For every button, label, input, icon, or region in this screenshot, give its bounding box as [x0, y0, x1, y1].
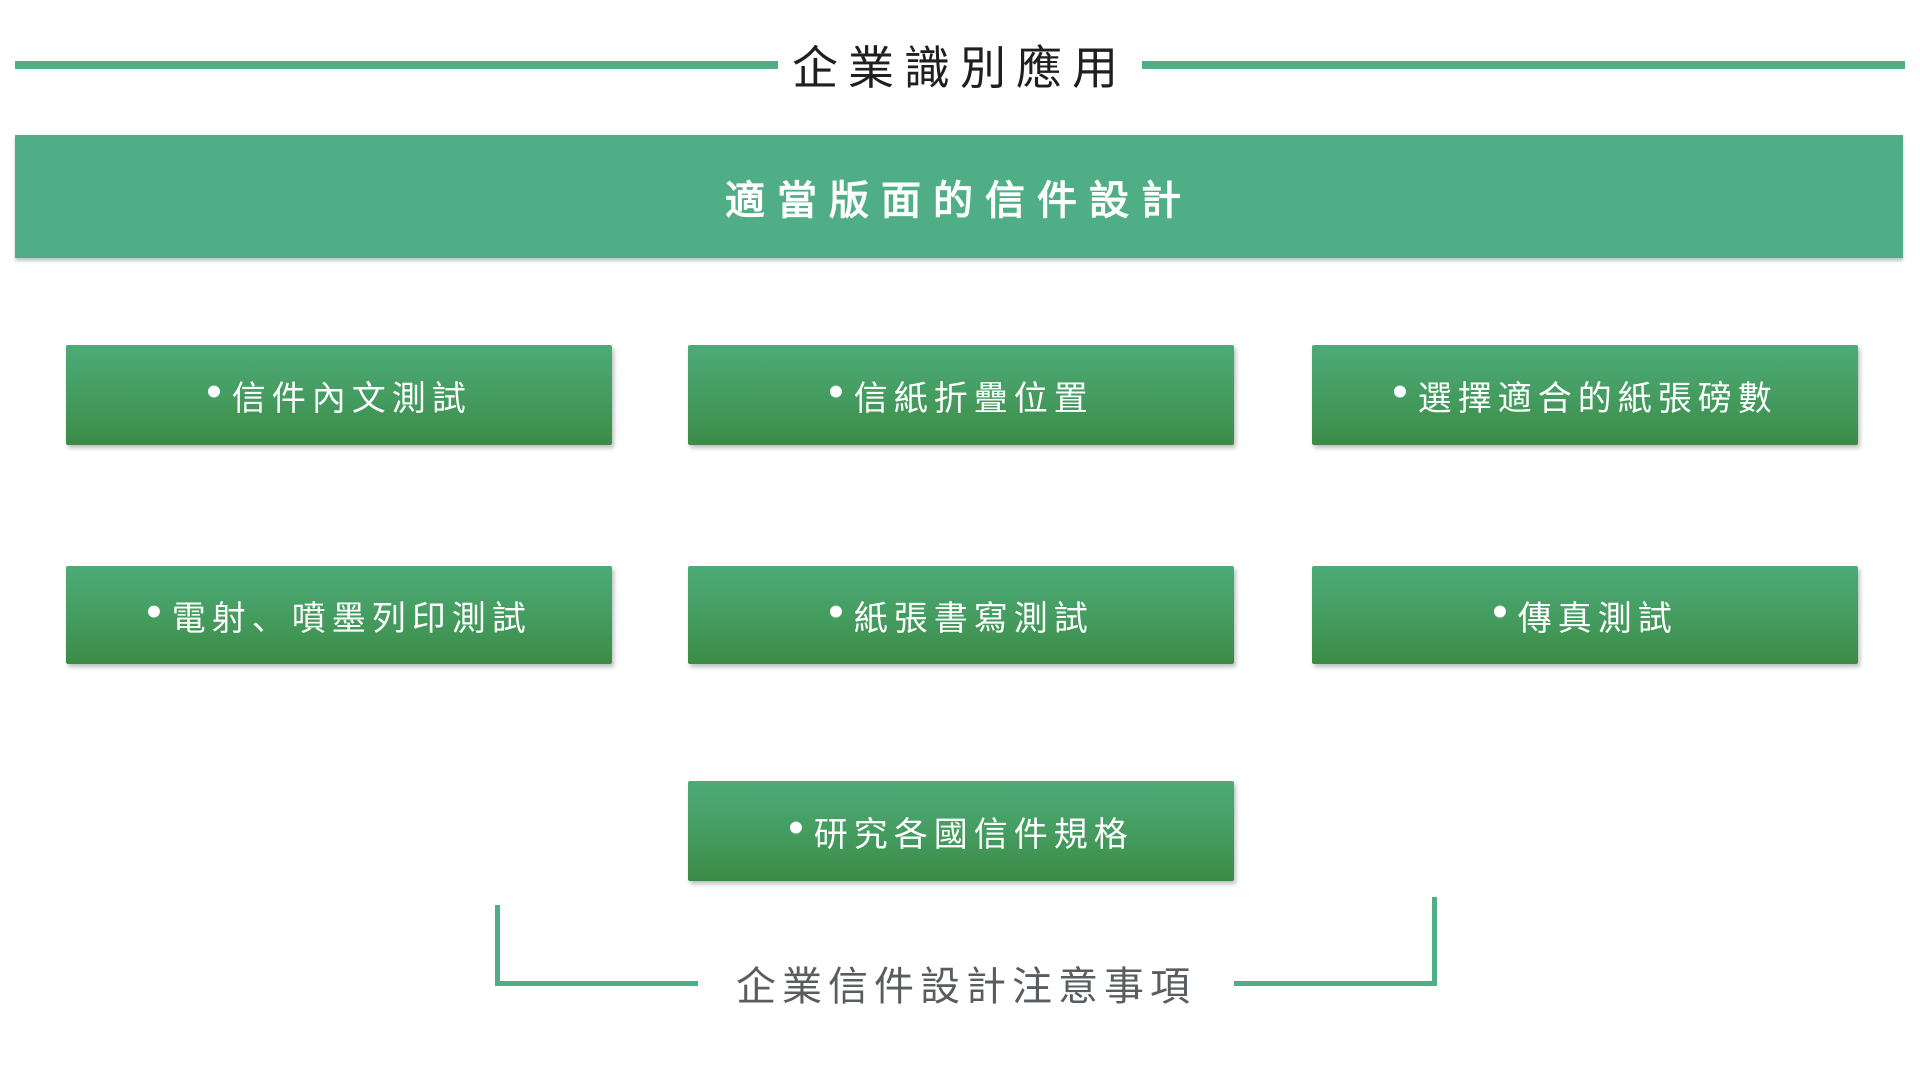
- item-label-7: 研究各國信件規格: [813, 815, 1134, 854]
- title-divider-right: [1142, 61, 1905, 69]
- item-box-1: • 信件內文測試: [66, 345, 612, 445]
- item-label-5: 紙張書寫測試: [853, 599, 1094, 638]
- main-banner: 適當版面的信件設計: [15, 135, 1903, 258]
- title-divider-left: [15, 61, 778, 69]
- item-label-2: 信紙折疊位置: [853, 379, 1094, 418]
- main-banner-label: 適當版面的信件設計: [725, 178, 1193, 223]
- note-divider-right: [1234, 980, 1437, 986]
- item-box-4: • 電射、噴墨列印測試: [66, 566, 612, 664]
- page-title: 企業識別應用: [792, 42, 1128, 94]
- item-label-6: 傳真測試: [1517, 599, 1678, 638]
- bullet-icon: •: [828, 367, 844, 416]
- item-box-6: • 傳真測試: [1312, 566, 1858, 664]
- item-label-4: 電射、噴墨列印測試: [171, 599, 532, 638]
- bullet-icon: •: [828, 587, 844, 636]
- bullet-icon: •: [146, 587, 162, 636]
- bracket-left-line: [495, 905, 500, 986]
- page-header: 企業識別應用: [0, 20, 1920, 110]
- note-divider-left: [495, 980, 698, 986]
- bullet-icon: •: [1392, 367, 1408, 416]
- bracket-right-line: [1432, 897, 1437, 986]
- bullet-icon: •: [1492, 587, 1508, 636]
- footer-note-row: 企業信件設計注意事項: [495, 960, 1437, 1009]
- item-label-1: 信件內文測試: [231, 379, 472, 418]
- bullet-icon: •: [788, 803, 804, 852]
- bullet-icon: •: [206, 367, 222, 416]
- footer-note: 企業信件設計注意事項: [736, 965, 1196, 1009]
- item-box-7: • 研究各國信件規格: [688, 781, 1234, 881]
- item-label-3: 選擇適合的紙張磅數: [1417, 379, 1778, 418]
- item-box-3: • 選擇適合的紙張磅數: [1312, 345, 1858, 445]
- item-box-5: • 紙張書寫測試: [688, 566, 1234, 664]
- item-box-2: • 信紙折疊位置: [688, 345, 1234, 445]
